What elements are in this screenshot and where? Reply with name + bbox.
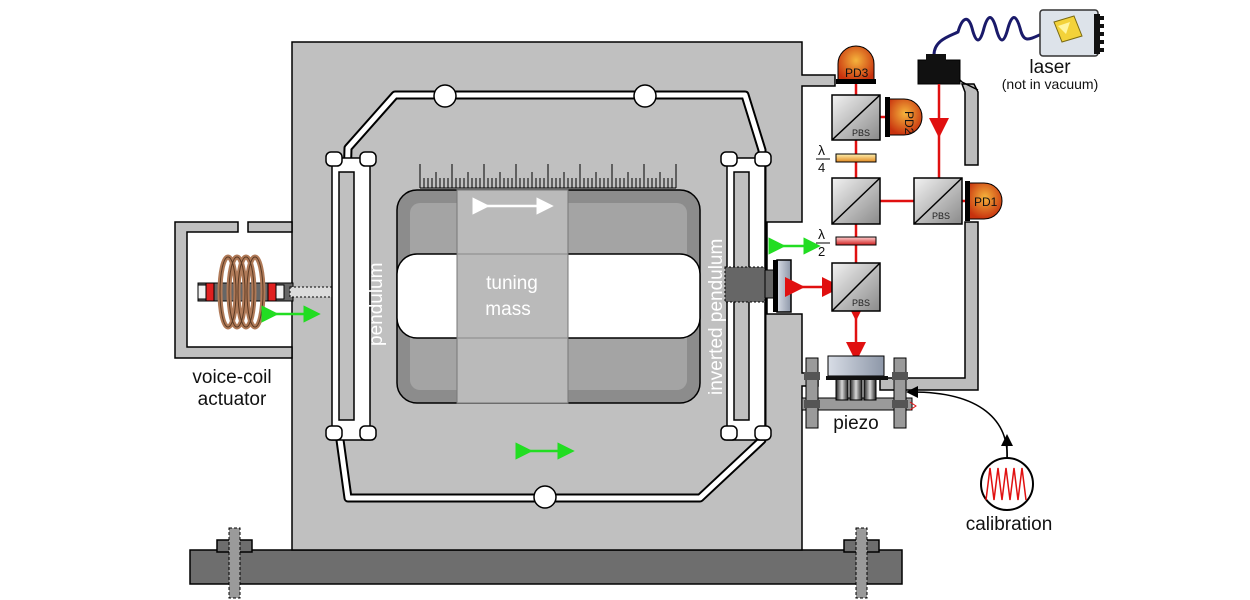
inverted-pendulum-label: inverted pendulum (706, 239, 727, 395)
calibration-label: calibration (966, 514, 1053, 535)
voice-coil-housing (174, 221, 293, 359)
scale-ruler (419, 164, 677, 189)
calibration-source (906, 386, 1034, 511)
pbs-cube-bottom: PBS (831, 262, 881, 312)
laser-source (1039, 9, 1104, 57)
photodiode-pd1: PD1 (965, 181, 1003, 221)
laser-label: laser (1029, 57, 1071, 78)
quarter-wave-label: λ 4 (816, 142, 830, 175)
tuning-mass-label-line1: tuning (486, 273, 538, 294)
pbs-label: PBS (932, 211, 950, 221)
voice-coil (197, 254, 366, 330)
mirror (776, 259, 792, 313)
pendulum-arm (325, 151, 377, 441)
piezo-actuator (801, 355, 917, 429)
base-plate (189, 527, 903, 599)
flexure-joints (433, 84, 657, 509)
svg-text:PD1: PD1 (974, 195, 998, 209)
pbs-label: PBS (852, 298, 870, 308)
beamsplitter-middle (831, 177, 881, 225)
pbs-cube-right: PBS (913, 177, 963, 225)
laser-beam (785, 82, 968, 362)
svg-text:2: 2 (818, 244, 825, 259)
pendulum-label: pendulum (366, 263, 387, 346)
fiber-coupler (917, 54, 961, 85)
svg-text:4: 4 (818, 160, 825, 175)
half-wave-plate (835, 236, 877, 246)
photodiode-pd3: PD3 (836, 45, 876, 84)
quarter-wave-plate (835, 153, 877, 163)
pbs-cube-top: PBS (831, 94, 881, 141)
svg-text:λ: λ (818, 142, 825, 158)
laser-fiber (932, 16, 1047, 56)
optics-rail (879, 83, 979, 391)
svg-text:λ: λ (818, 226, 825, 242)
voice-coil-label-line2: actuator (198, 389, 267, 410)
svg-text:PD2: PD2 (902, 111, 916, 135)
voice-coil-label-line1: voice-coil (192, 367, 271, 388)
piezo-label: piezo (833, 413, 878, 434)
pbs-label: PBS (852, 128, 870, 138)
half-wave-label: λ 2 (816, 226, 830, 259)
photodiode-pd2: PD2 (885, 97, 923, 137)
svg-text:PD3: PD3 (845, 66, 869, 80)
laser-note-label: (not in vacuum) (1002, 76, 1098, 92)
inverted-pendulum-rod (724, 266, 766, 303)
tuning-mass-block (396, 189, 701, 404)
tuning-mass-label-line2: mass (485, 299, 530, 320)
